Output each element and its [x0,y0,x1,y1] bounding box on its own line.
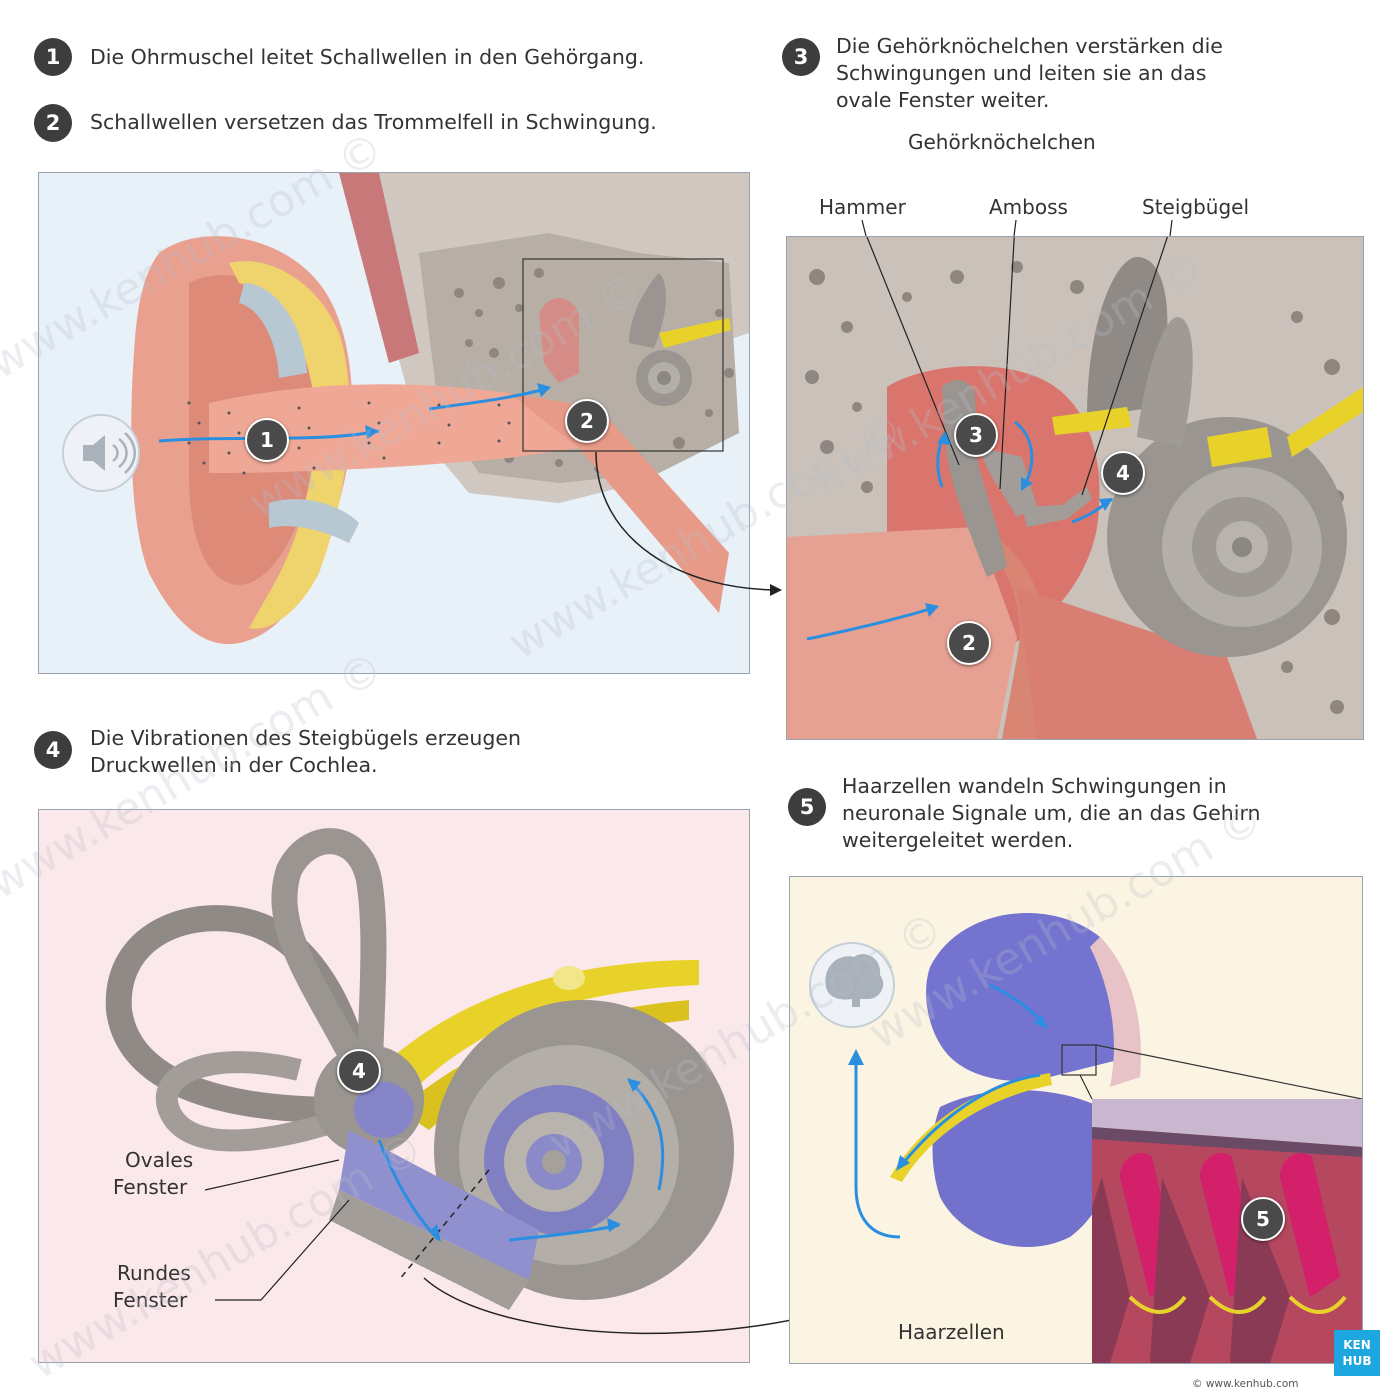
step-caption-3-line2: Schwingungen und leiten sie an das [836,61,1207,85]
marker-1-outer: 1 [245,418,289,462]
step-caption-5-line3: weitergeleitet werden. [842,828,1074,852]
panel-hair-cells: 5 Haarzellen [789,876,1363,1364]
panel-middle-ear-detail: 3 4 2 [786,236,1364,740]
panel-outer-ear: 1 2 [38,172,750,674]
step-badge-2: 2 [34,104,72,142]
middle-ear-illustration [787,237,1363,739]
step-badge-3: 3 [782,38,820,76]
step-badge-1: 1 [34,38,72,76]
marker-4-cochlea: 4 [337,1049,381,1093]
outer-ear-illustration [62,173,749,645]
label-hammer: Hammer [819,195,906,219]
step-badge-5: 5 [788,788,826,826]
hair-cells-illustration [809,913,1362,1363]
panel-cochlea: 4 Ovales Fenster Rundes Fenster [38,809,750,1363]
kenhub-logo: KEN HUB [1334,1330,1380,1376]
label-amboss: Amboss [989,195,1068,219]
label-ovales-fenster-1: Ovales [125,1148,194,1172]
label-haarzellen: Haarzellen [898,1320,1005,1344]
label-rundes-fenster-1: Rundes [117,1261,191,1285]
marker-2-outer: 2 [565,399,609,443]
step-caption-3-line3: ovale Fenster weiter. [836,88,1050,112]
label-ovales-fenster-2: Fenster [113,1175,188,1199]
connector-arrow-1 [595,451,782,596]
step-caption-4-line1: Die Vibrationen des Steigbügels erzeugen [90,726,522,750]
step-caption-1: Die Ohrmuschel leitet Schallwellen in de… [90,45,645,69]
marker-2-detail: 2 [947,621,991,665]
cochlea-illustration [105,828,734,1310]
label-rundes-fenster-2: Fenster [113,1288,188,1312]
step-caption-3-line1: Die Gehörknöchelchen verstärken die [836,34,1223,58]
marker-3-detail: 3 [954,413,998,457]
step-badge-4: 4 [34,731,72,769]
step-caption-2: Schallwellen versetzen das Trommelfell i… [90,110,657,134]
logo-line-1: KEN [1343,1338,1371,1352]
step-caption-4-line2: Druckwellen in der Cochlea. [90,753,378,777]
step-caption-5-line2: neuronale Signale um, die an das Gehirn [842,801,1261,825]
ossicle-label-leaders [861,220,1173,237]
marker-5-inset: 5 [1241,1197,1285,1241]
step-caption-5-line1: Haarzellen wandeln Schwingungen in [842,774,1227,798]
marker-4-detail: 4 [1101,451,1145,495]
logo-line-2: HUB [1342,1354,1372,1368]
ossicles-title: Gehörknöchelchen [908,130,1096,154]
label-steigbuegel: Steigbügel [1142,195,1250,219]
copyright-text: © www.kenhub.com [1192,1378,1299,1390]
